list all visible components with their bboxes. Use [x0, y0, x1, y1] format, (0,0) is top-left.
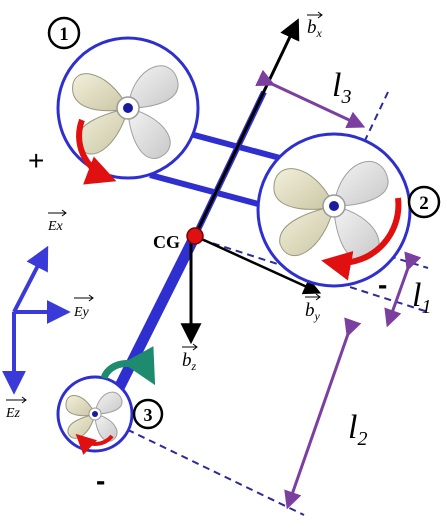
cg-marker: [186, 227, 204, 245]
earth-frame: Ex Ey Ez: [2, 209, 94, 421]
tail-boom: [106, 230, 201, 408]
svg-text:by: by: [305, 300, 321, 323]
rotation-arrow-3: [75, 433, 114, 455]
by-label: by: [305, 293, 321, 323]
svg-text:bz: bz: [182, 350, 197, 373]
propeller-3-icon: [65, 391, 123, 442]
sign-rotor-2: -: [378, 269, 387, 300]
svg-text:Ex: Ex: [47, 219, 64, 234]
rotation-arrow-1: [76, 118, 117, 185]
rotation-arrow-2: [321, 197, 402, 281]
tail-tilt-arrow-icon: [100, 346, 156, 386]
bz-label: bz: [182, 343, 198, 373]
ex-label: Ex: [47, 209, 67, 234]
ey-label: Ey: [73, 294, 94, 320]
rotor-2-label: 2: [419, 193, 429, 214]
ex-axis: [12, 245, 49, 313]
dimension-l3: l3: [255, 67, 366, 129]
svg-text:Ez: Ez: [5, 406, 21, 421]
rotor-1-label: 1: [59, 24, 69, 45]
rotor-1: 1: [47, 16, 200, 185]
dimension-l1: l1: [384, 251, 431, 328]
svg-text:l3: l3: [332, 67, 351, 108]
bx-label: bx: [307, 11, 323, 40]
rotor-3-label: 3: [144, 405, 153, 425]
propeller-2-icon: [273, 161, 389, 262]
sign-rotor-1: +: [28, 145, 44, 176]
sign-rotor-3: -: [96, 465, 105, 496]
svg-text:l1: l1: [412, 277, 431, 318]
svg-text:l2: l2: [348, 409, 367, 450]
bx-axis: [193, 18, 300, 237]
cg-label: CG: [153, 232, 180, 252]
propeller-1-icon: [72, 65, 179, 159]
by-axis: [194, 234, 322, 295]
svg-text:Ey: Ey: [73, 305, 90, 320]
dimension-l2: l2: [284, 317, 367, 510]
rotor-2: 2: [256, 132, 441, 288]
rotor-3: 3: [56, 375, 164, 455]
ez-label: Ez: [5, 396, 27, 421]
svg-text:bx: bx: [307, 17, 323, 40]
cross-arm-lower: [149, 172, 263, 208]
